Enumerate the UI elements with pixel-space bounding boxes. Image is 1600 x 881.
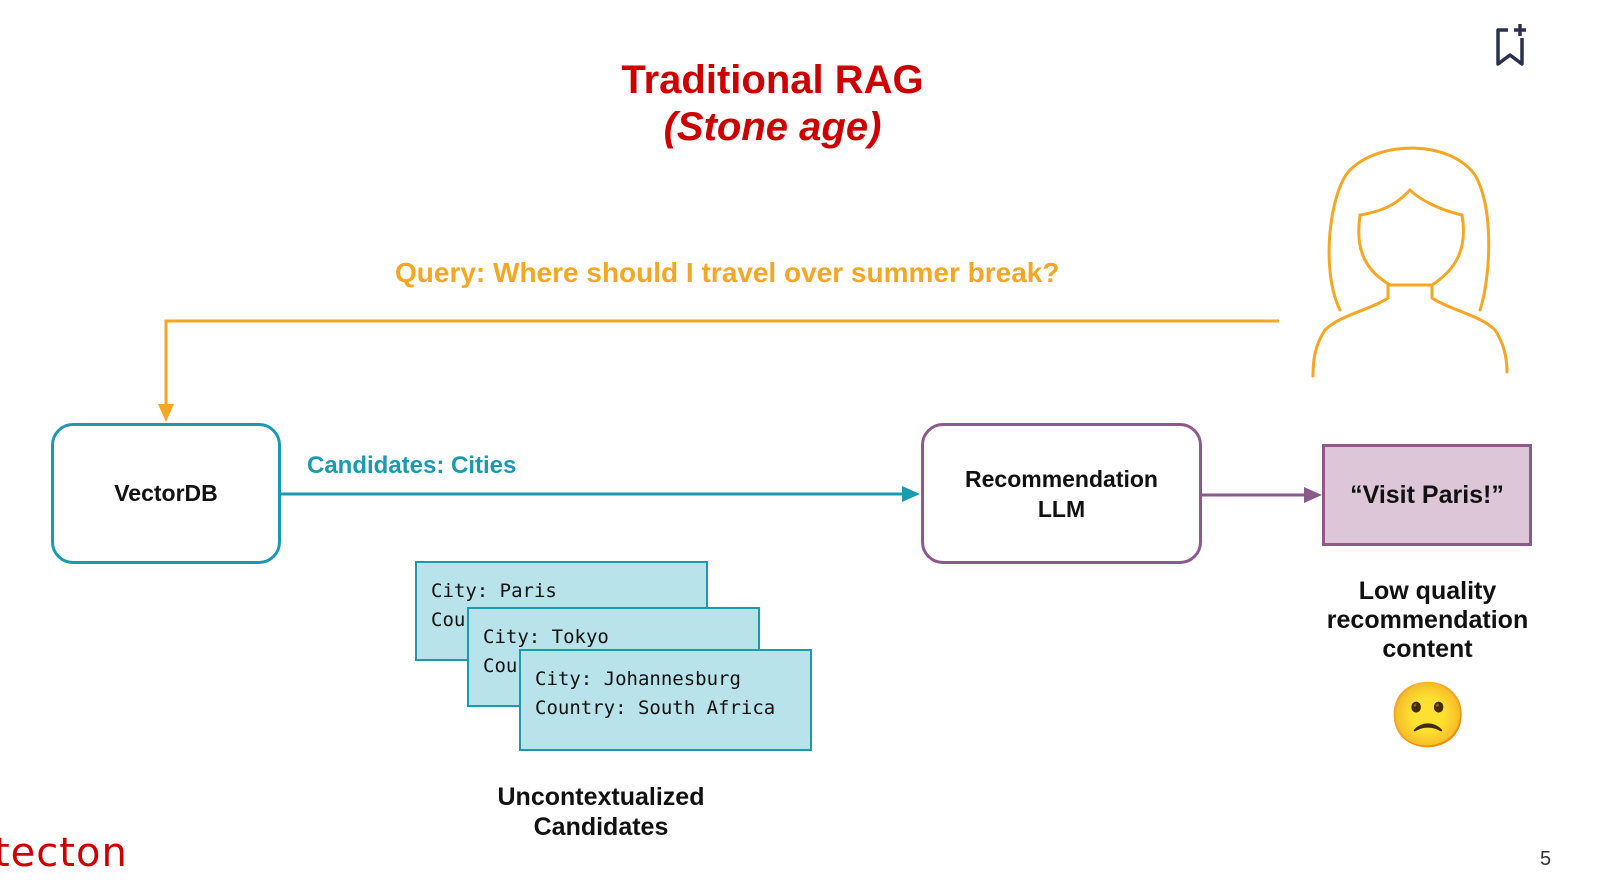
- query-arrow: [164, 319, 1279, 412]
- slide-subtitle: (Stone age): [663, 105, 882, 149]
- candidate-card: City: Johannesburg Country: South Africa: [519, 649, 812, 751]
- candidates-arrowhead: [902, 486, 920, 502]
- candidates-label: Candidates: Cities: [307, 452, 517, 479]
- tecton-logo: tecton: [0, 830, 128, 876]
- llm-line1: Recommendation: [965, 465, 1158, 492]
- llm-line2: LLM: [1037, 495, 1086, 522]
- output-note: “Visit Paris!”: [1322, 444, 1532, 546]
- vectordb-node: VectorDB: [51, 423, 281, 564]
- page-number: 5: [1540, 848, 1552, 870]
- query-arrowhead: [158, 404, 174, 422]
- slide-title: Traditional RAG: [621, 58, 924, 102]
- query-label: Query: Where should I travel over summer…: [395, 257, 1060, 288]
- sad-face-icon: 🙁: [1388, 679, 1468, 753]
- recommendation-llm-node: Recommendation LLM: [921, 423, 1202, 564]
- output-arrowhead: [1304, 487, 1322, 503]
- user-person-icon: [1311, 146, 1509, 378]
- bookmark-add-icon[interactable]: [1490, 22, 1530, 73]
